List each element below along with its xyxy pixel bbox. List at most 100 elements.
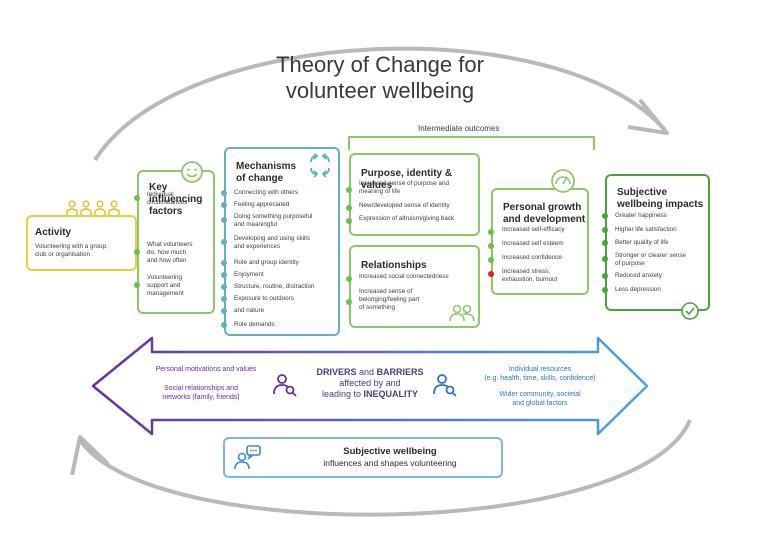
- drivers-center-text: DRIVERS and BARRIERS affected by and lea…: [300, 367, 440, 400]
- drivers-center-line: affected by and: [339, 378, 401, 388]
- title-line: and development: [503, 214, 586, 225]
- mechanism-item: Structure, routine, distraction: [234, 283, 315, 290]
- feedback-title: Subjective wellbeing: [343, 446, 437, 457]
- activity-box: Activity Volunteering with a group, club…: [26, 215, 137, 271]
- people-group-icon: [66, 200, 120, 215]
- impacts-title: Subjective wellbeing impacts: [617, 187, 703, 211]
- personal-growth-title: Personal growth and development: [503, 202, 585, 226]
- bullet-dot: [221, 308, 227, 314]
- title-line-1: Theory of Change for: [276, 52, 484, 77]
- growth-item-negative: Increased stress,exhaustion, burnout: [502, 268, 558, 283]
- purpose-item: Expression of altruism/giving back: [359, 215, 455, 222]
- bullet-dot: [134, 195, 140, 201]
- bullet-dot: [221, 322, 227, 328]
- title-line: factors: [149, 206, 183, 217]
- title-line: Key: [149, 182, 168, 193]
- title-line: Subjective: [617, 187, 668, 198]
- bullet-dot: [488, 257, 494, 263]
- impact-item: Less depression: [615, 286, 661, 293]
- bullet-dot: [221, 260, 227, 266]
- drivers-center-line: DRIVERS and BARRIERS: [316, 367, 424, 377]
- driver-left-1: Personal motivations and values: [155, 366, 257, 373]
- title-line: wellbeing impacts: [617, 199, 704, 210]
- bullet-dot: [221, 284, 227, 290]
- bullet-dot: [134, 282, 140, 288]
- impact-item: Higher life satisfaction: [615, 226, 677, 233]
- bullet-dot: [346, 276, 352, 282]
- bottom-arc-arrowhead: [70, 435, 110, 476]
- bullet-dot: [488, 243, 494, 249]
- drivers-double-arrow: [91, 336, 649, 436]
- growth-item: Increased confidence: [502, 254, 562, 261]
- bullet-dot-red: [488, 271, 494, 277]
- impacts-box: Subjective wellbeing impacts: [605, 174, 710, 311]
- purpose-box: Purpose, identity & values: [349, 153, 480, 236]
- personal-growth-box: Personal growth and development: [491, 188, 589, 295]
- bullet-dot: [602, 256, 608, 262]
- badge-check-icon: [681, 302, 699, 320]
- activity-title: Activity: [35, 227, 72, 238]
- bullet-dot: [602, 273, 608, 279]
- person-search-icon-left: [273, 374, 297, 397]
- bullet-dot: [221, 202, 227, 208]
- bullet-dot: [221, 272, 227, 278]
- bullet-dot: [221, 217, 227, 223]
- bullet-dot: [221, 239, 227, 245]
- gauge-icon: [551, 169, 575, 193]
- mechanism-item: Role and group identity: [234, 259, 299, 266]
- bottom-cycle-arc: [78, 419, 692, 517]
- growth-item: Increased self esteem: [502, 240, 564, 247]
- smiley-icon: [181, 161, 203, 183]
- mechanism-item: Connecting with others: [234, 189, 299, 196]
- person-chat-icon: [234, 445, 261, 470]
- purpose-item: New/developed sense of identity: [359, 202, 450, 209]
- bullet-dot: [221, 296, 227, 302]
- relationships-title: Relationships: [361, 260, 427, 271]
- mechanisms-title: Mechanisms of change: [236, 161, 296, 185]
- bullet-dot: [346, 218, 352, 224]
- mechanisms-box: Mechanisms of change: [224, 147, 340, 336]
- relationships-item: Increased social connectedness: [359, 273, 449, 280]
- mechanism-item: Role demands: [234, 321, 275, 328]
- top-cycle-arc: [93, 46, 667, 162]
- title-line: influencing: [149, 194, 203, 205]
- purpose-title: Purpose, identity & values: [361, 168, 453, 191]
- bullet-dot: [602, 240, 608, 246]
- driver-right-1: Individual resources(e.g. health, time, …: [484, 366, 596, 382]
- title-line: Personal growth: [503, 202, 582, 213]
- intermediate-bracket: [348, 136, 595, 150]
- mechanism-item: Exposure to outdoors: [234, 295, 294, 302]
- impact-item: Better quality of life: [615, 239, 669, 246]
- feedback-text: influences and shapes volunteering: [323, 458, 457, 468]
- activity-text-line: Volunteering with a group,: [35, 243, 108, 250]
- title-line-2: volunteer wellbeing: [285, 78, 475, 103]
- top-arc-arrowhead: [627, 98, 669, 135]
- arrows-cycle-icon: [310, 153, 330, 178]
- bullet-dot: [346, 205, 352, 211]
- bullet-dot: [602, 227, 608, 233]
- mechanism-item: and nature: [234, 307, 265, 314]
- growth-item: Increased self-efficacy: [502, 226, 565, 233]
- bullet-dot: [488, 229, 494, 235]
- bullet-dot: [346, 187, 352, 193]
- diagram-title: Theory of Change for volunteer wellbeing: [230, 52, 530, 104]
- bullet-dot: [134, 249, 140, 255]
- key-factors-box: Key influencing factors: [137, 170, 215, 314]
- mechanism-item: Enjoyment: [234, 271, 264, 278]
- mechanism-item: Feeling appreciated: [234, 201, 290, 208]
- bullet-dot: [221, 190, 227, 196]
- title-line: of change: [236, 173, 284, 184]
- person-search-icon-right: [433, 374, 457, 397]
- bullet-dot: [602, 213, 608, 219]
